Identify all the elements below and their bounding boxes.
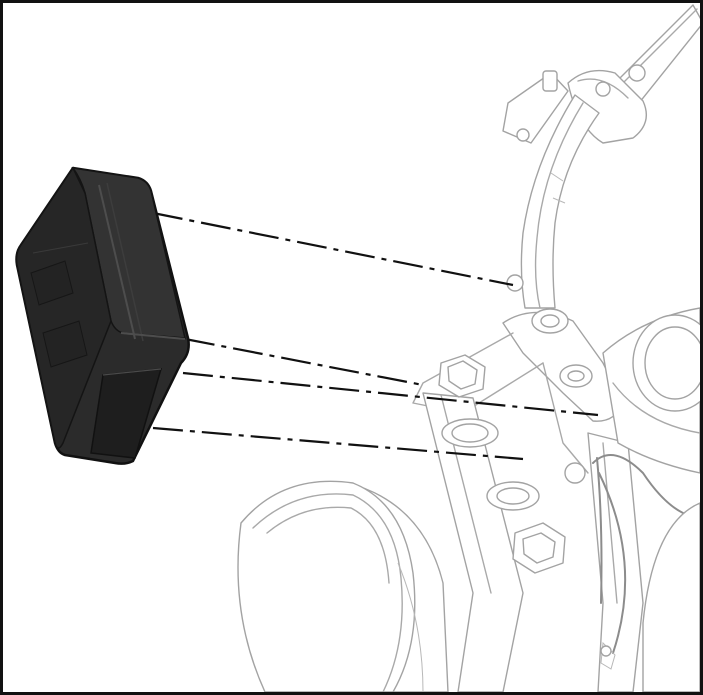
top-triple-clamp	[412, 308, 624, 474]
right-headlight	[642, 502, 700, 692]
gauge-housing	[602, 307, 700, 474]
leader-line-2	[184, 337, 424, 387]
leader-lines	[152, 211, 599, 461]
installation-diagram	[15, 4, 700, 692]
hex-bolts	[438, 354, 586, 574]
leader-line-3	[182, 371, 599, 417]
leader-line-4	[152, 426, 524, 461]
leader-line-1	[152, 211, 514, 287]
handlebar	[502, 4, 700, 309]
black-module-device	[15, 166, 190, 465]
fork-tubes	[422, 392, 644, 692]
motorcycle-assembly-illustration	[237, 4, 700, 692]
left-headlight	[237, 480, 449, 692]
